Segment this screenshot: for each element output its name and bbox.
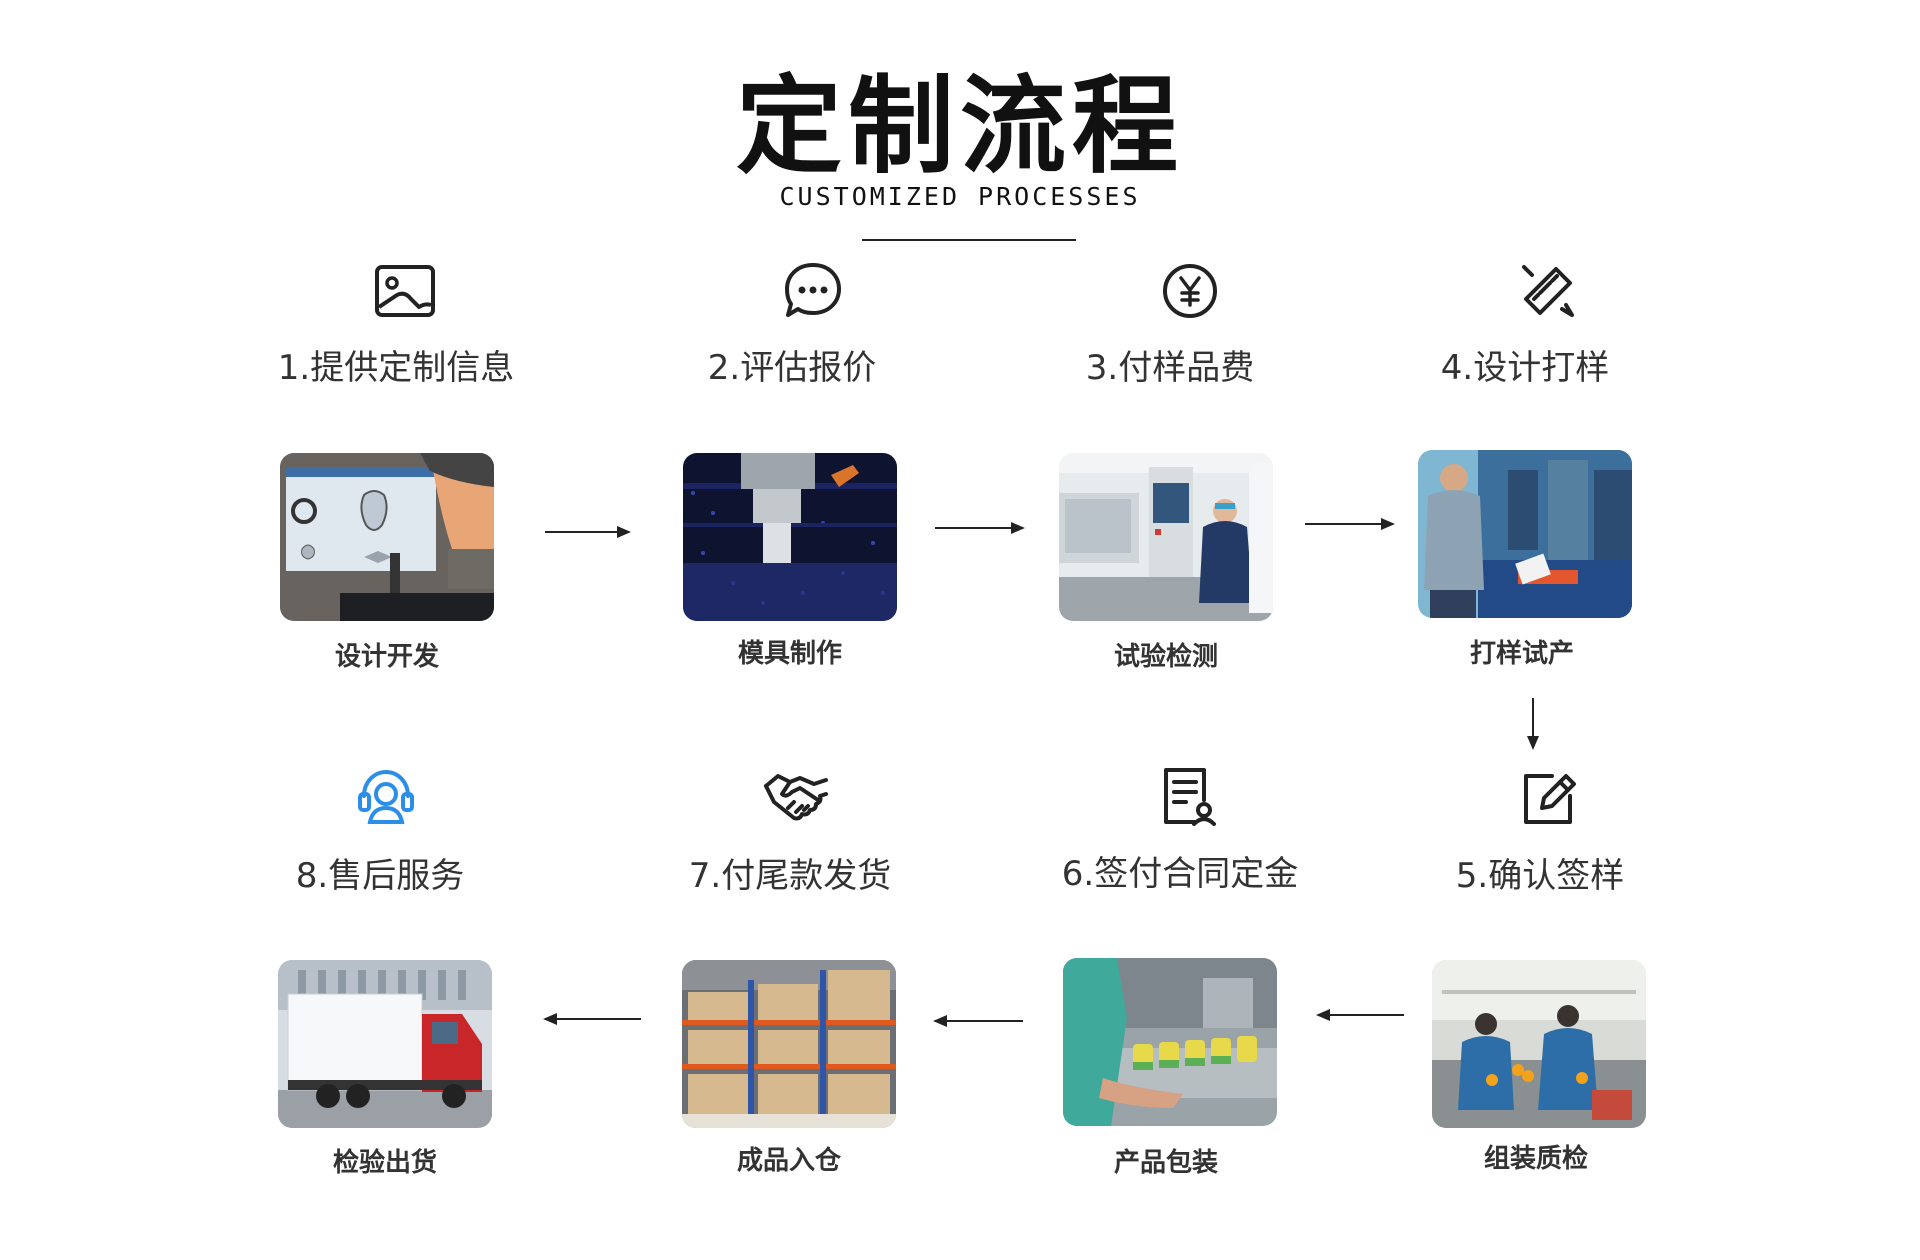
stage-1-caption: 设计开发	[334, 642, 439, 672]
step-5-label: 5.确认签样	[1455, 856, 1625, 896]
handshake-icon	[760, 760, 832, 832]
yen-coin-icon	[1154, 255, 1226, 327]
step-8-label: 8.售后服务	[295, 856, 465, 896]
stage-7-caption: 成品入仓	[736, 1146, 841, 1176]
chat-bubble-icon	[777, 255, 849, 327]
edit-sign-icon	[1512, 762, 1584, 834]
ruler-pencil-icon	[1512, 255, 1584, 327]
arrow-right	[1305, 518, 1395, 530]
product-packaging-photo	[1063, 958, 1277, 1126]
arrow-right	[545, 526, 631, 538]
step-3-label: 3.付样品费	[1085, 348, 1255, 388]
mold-making-photo	[683, 453, 897, 621]
stage-3-caption: 试验检测	[1113, 642, 1218, 672]
stage-2-caption: 模具制作	[737, 639, 842, 669]
page-title: 定制流程	[736, 65, 1184, 188]
arrow-left	[543, 1013, 641, 1025]
warehousing-photo	[682, 960, 896, 1128]
step-2-label: 2.评估报价	[707, 348, 877, 388]
image-icon	[369, 255, 441, 327]
stage-6-caption: 产品包装	[1113, 1148, 1218, 1178]
step-1-label: 1.提供定制信息	[277, 348, 515, 388]
assembly-quality-check-photo	[1432, 960, 1646, 1128]
stage-8-caption: 检验出货	[332, 1148, 437, 1178]
title-divider	[862, 239, 1076, 241]
step-6-label: 6.签付合同定金	[1061, 854, 1299, 894]
inspection-shipping-photo	[278, 960, 492, 1128]
step-4-label: 4.设计打样	[1440, 348, 1610, 388]
arrow-down	[1527, 698, 1539, 750]
step-7-label: 7.付尾款发货	[688, 856, 892, 896]
arrow-left	[933, 1015, 1023, 1027]
contract-document-icon	[1150, 760, 1222, 832]
customer-service-headset-icon	[350, 760, 422, 832]
design-development-photo	[280, 453, 494, 621]
testing-inspection-photo	[1059, 453, 1273, 621]
stage-5-caption: 组装质检	[1483, 1144, 1588, 1174]
page-subtitle: CUSTOMIZED PROCESSES	[779, 182, 1141, 211]
stage-4-caption: 打样试产	[1469, 639, 1574, 669]
arrow-left	[1316, 1009, 1404, 1021]
arrow-right	[935, 522, 1025, 534]
sample-trial-production-photo	[1418, 450, 1632, 618]
